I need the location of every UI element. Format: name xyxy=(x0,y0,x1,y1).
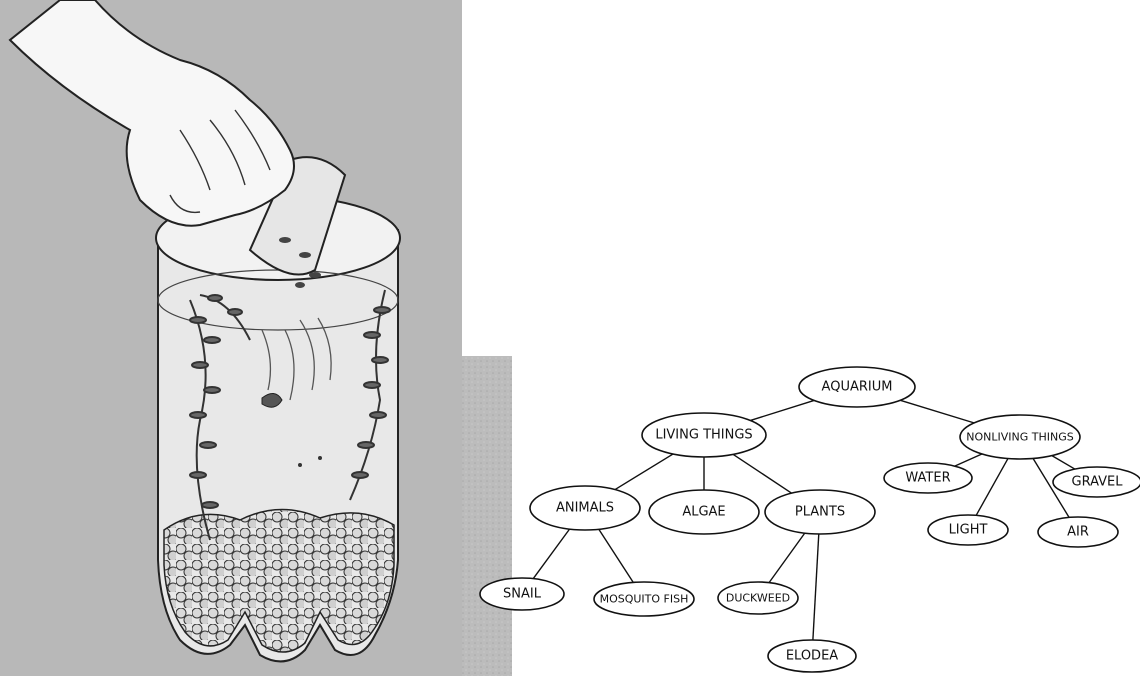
edge-plants-duckweed xyxy=(769,533,805,582)
edge-aquarium-living xyxy=(750,400,814,420)
node-label-duckweed: DUCKWEED xyxy=(726,592,790,605)
node-algae: ALGAE xyxy=(649,490,759,534)
node-label-nonliving: NONLIVING THINGS xyxy=(966,431,1073,444)
node-gravel: GRAVEL xyxy=(1053,467,1140,497)
node-label-plants: PLANTS xyxy=(795,505,845,520)
edge-nonliving-gravel xyxy=(1052,456,1075,469)
node-label-elodea: ELODEA xyxy=(786,649,838,664)
node-animals: ANIMALS xyxy=(530,486,640,530)
node-duckweed: DUCKWEED xyxy=(718,582,798,614)
node-living: LIVING THINGS xyxy=(642,413,766,457)
node-light: LIGHT xyxy=(928,515,1008,545)
edge-plants-elodea xyxy=(813,534,819,640)
node-label-algae: ALGAE xyxy=(682,505,725,520)
node-label-mosquito: MOSQUITO FISH xyxy=(600,593,689,606)
edge-aquarium-nonliving xyxy=(900,400,974,423)
node-label-animals: ANIMALS xyxy=(556,501,614,516)
node-aquarium: AQUARIUM xyxy=(799,367,915,407)
node-label-air: AIR xyxy=(1067,525,1089,540)
node-label-living: LIVING THINGS xyxy=(655,428,752,443)
node-snail: SNAIL xyxy=(480,578,564,610)
edge-living-animals xyxy=(615,454,673,490)
node-air: AIR xyxy=(1038,517,1118,547)
node-elodea: ELODEA xyxy=(768,640,856,672)
node-label-snail: SNAIL xyxy=(503,587,542,602)
node-label-light: LIGHT xyxy=(949,523,988,538)
node-plants: PLANTS xyxy=(765,490,875,534)
edge-living-plants xyxy=(733,454,791,493)
concept-map-nodes: AQUARIUM LIVING THINGS NONLIVING THINGS ANI… xyxy=(480,367,1140,672)
edge-animals-snail xyxy=(533,529,569,578)
node-label-aquarium: AQUARIUM xyxy=(822,380,893,395)
edge-nonliving-water xyxy=(955,454,982,466)
node-mosquito: MOSQUITO FISH xyxy=(594,582,694,616)
edge-nonliving-light xyxy=(976,459,1008,516)
node-label-gravel: GRAVEL xyxy=(1072,475,1124,490)
node-label-water: WATER xyxy=(905,471,950,486)
edge-animals-mosquito xyxy=(599,529,633,582)
node-water: WATER xyxy=(884,463,972,493)
node-nonliving: NONLIVING THINGS xyxy=(960,415,1080,459)
